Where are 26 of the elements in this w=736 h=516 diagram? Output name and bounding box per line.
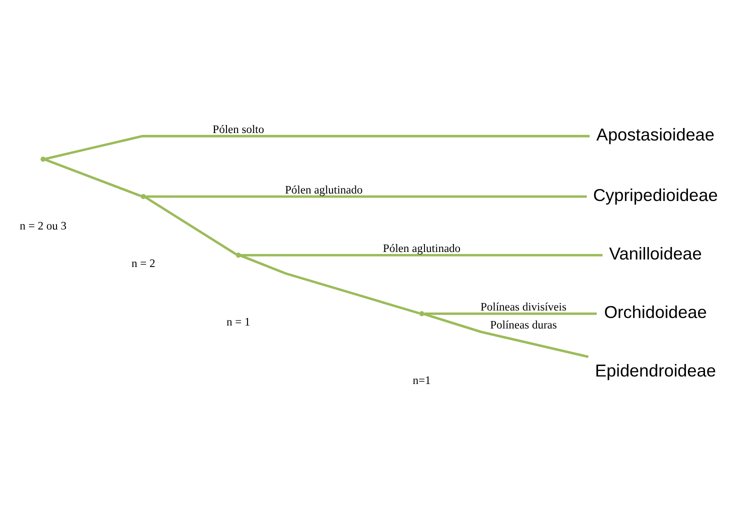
node-text: Apostasioideae bbox=[596, 124, 715, 144]
connector bbox=[240, 254, 420, 314]
node-text: Epidendroideae bbox=[594, 360, 716, 380]
label: n = 2 ou 3 bbox=[20, 220, 66, 232]
node-text: Orchidoideae bbox=[604, 301, 707, 322]
edge-label: Pólen solto bbox=[212, 123, 264, 136]
node-point bbox=[140, 194, 146, 199]
node-text: Vanilloideae bbox=[609, 242, 702, 263]
connector bbox=[44, 134, 590, 160]
node-point bbox=[236, 252, 241, 258]
node-point bbox=[40, 156, 46, 162]
connector bbox=[146, 194, 587, 198]
label: n=1 bbox=[412, 374, 431, 386]
connector bbox=[144, 196, 237, 255]
connector bbox=[44, 158, 142, 197]
node-point bbox=[419, 310, 424, 316]
edge-label: Pólen aglutinado bbox=[382, 242, 461, 254]
label: n = 2 bbox=[132, 257, 156, 270]
edge-label: Políneas duras bbox=[490, 319, 557, 332]
node-text: Cypripedioideae bbox=[593, 184, 718, 204]
edge-label: Políneas divisíveis bbox=[480, 300, 566, 313]
label: n = 1 bbox=[226, 316, 250, 328]
connector bbox=[424, 312, 589, 358]
edge-label: Pólen aglutinado bbox=[285, 184, 363, 196]
connector bbox=[240, 253, 602, 256]
connector bbox=[424, 312, 597, 314]
